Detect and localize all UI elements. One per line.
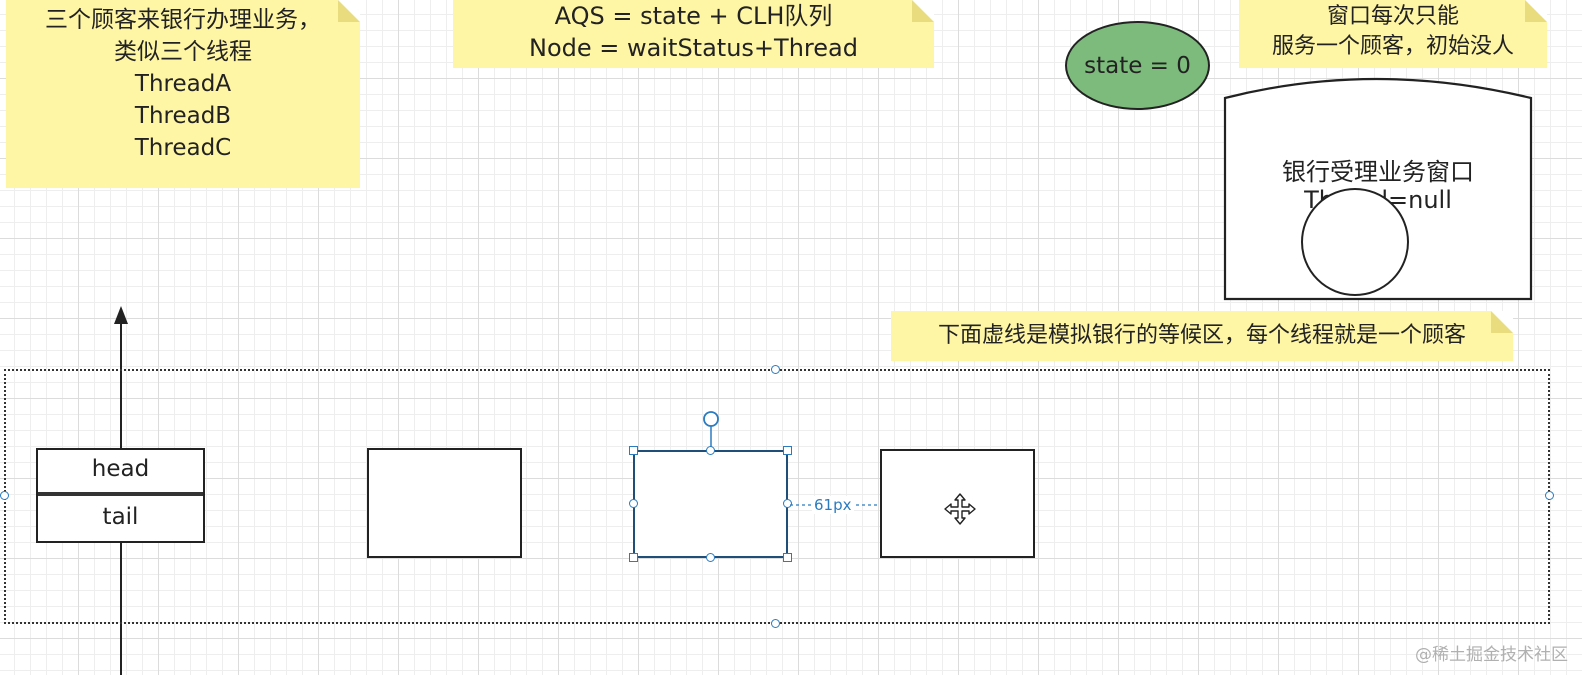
head-cell: head <box>91 456 150 482</box>
note-customers-line-4: ThreadB <box>134 103 232 129</box>
resize-handle-top-left[interactable] <box>629 446 638 455</box>
waiting-area-handle-bottom[interactable] <box>771 619 780 628</box>
resize-handle-bottom-right[interactable] <box>783 553 792 562</box>
rotate-handle[interactable] <box>700 408 722 452</box>
note-customers-line-5: ThreadC <box>134 135 232 161</box>
note-aqs-line-2: Node = waitStatus+Thread <box>529 34 858 62</box>
note-aqs-line-1: AQS = state + CLH队列 <box>554 2 833 30</box>
note-waiting-area[interactable]: 下面虚线是模拟银行的等候区，每个线程就是一个顾客 <box>891 311 1513 361</box>
note-customers-line-2: 类似三个线程 <box>114 39 252 65</box>
note-customers[interactable]: 三个顾客来银行办理业务， 类似三个线程 ThreadA ThreadB Thre… <box>6 0 360 188</box>
watermark: @稀土掘金技术社区 <box>1415 645 1568 665</box>
waiting-area-handle-left[interactable] <box>0 491 9 500</box>
note-customers-line-3: ThreadA <box>134 71 232 97</box>
bank-window-title: 银行受理业务窗口 <box>1282 158 1474 186</box>
waiting-area-handle-top[interactable] <box>771 365 780 374</box>
bank-window-circle[interactable] <box>1301 188 1409 296</box>
note-customers-line-1: 三个顾客来银行办理业务， <box>45 7 321 33</box>
waiting-area-handle-right[interactable] <box>1545 491 1554 500</box>
head-arrow[interactable] <box>110 300 132 675</box>
note-waiting-area-text: 下面虚线是模拟银行的等候区，每个线程就是一个顾客 <box>937 323 1466 348</box>
note-window-line-1: 窗口每次只能 <box>1326 4 1459 29</box>
resize-handle-left[interactable] <box>629 499 638 508</box>
queue-node-1[interactable] <box>367 448 522 558</box>
head-tail-node[interactable]: head tail <box>36 448 205 543</box>
head-tail-divider <box>38 492 203 496</box>
move-cursor-icon <box>944 493 976 525</box>
queue-node-selected[interactable] <box>633 450 788 558</box>
note-aqs[interactable]: AQS = state + CLH队列 Node = waitStatus+Th… <box>453 0 934 68</box>
resize-handle-bottom-left[interactable] <box>629 553 638 562</box>
note-window-line-2: 服务一个顾客，初始没人 <box>1271 34 1514 59</box>
resize-handle-top-right[interactable] <box>783 446 792 455</box>
distance-label: 61px <box>812 496 854 514</box>
resize-handle-right[interactable] <box>783 499 792 508</box>
resize-handle-bottom[interactable] <box>706 553 715 562</box>
state-label: state = 0 <box>1084 52 1191 79</box>
tail-cell: tail <box>102 504 139 530</box>
state-ellipse[interactable]: state = 0 <box>1065 21 1210 110</box>
resize-handle-top[interactable] <box>706 446 715 455</box>
note-window[interactable]: 窗口每次只能 服务一个顾客，初始没人 <box>1239 0 1547 68</box>
